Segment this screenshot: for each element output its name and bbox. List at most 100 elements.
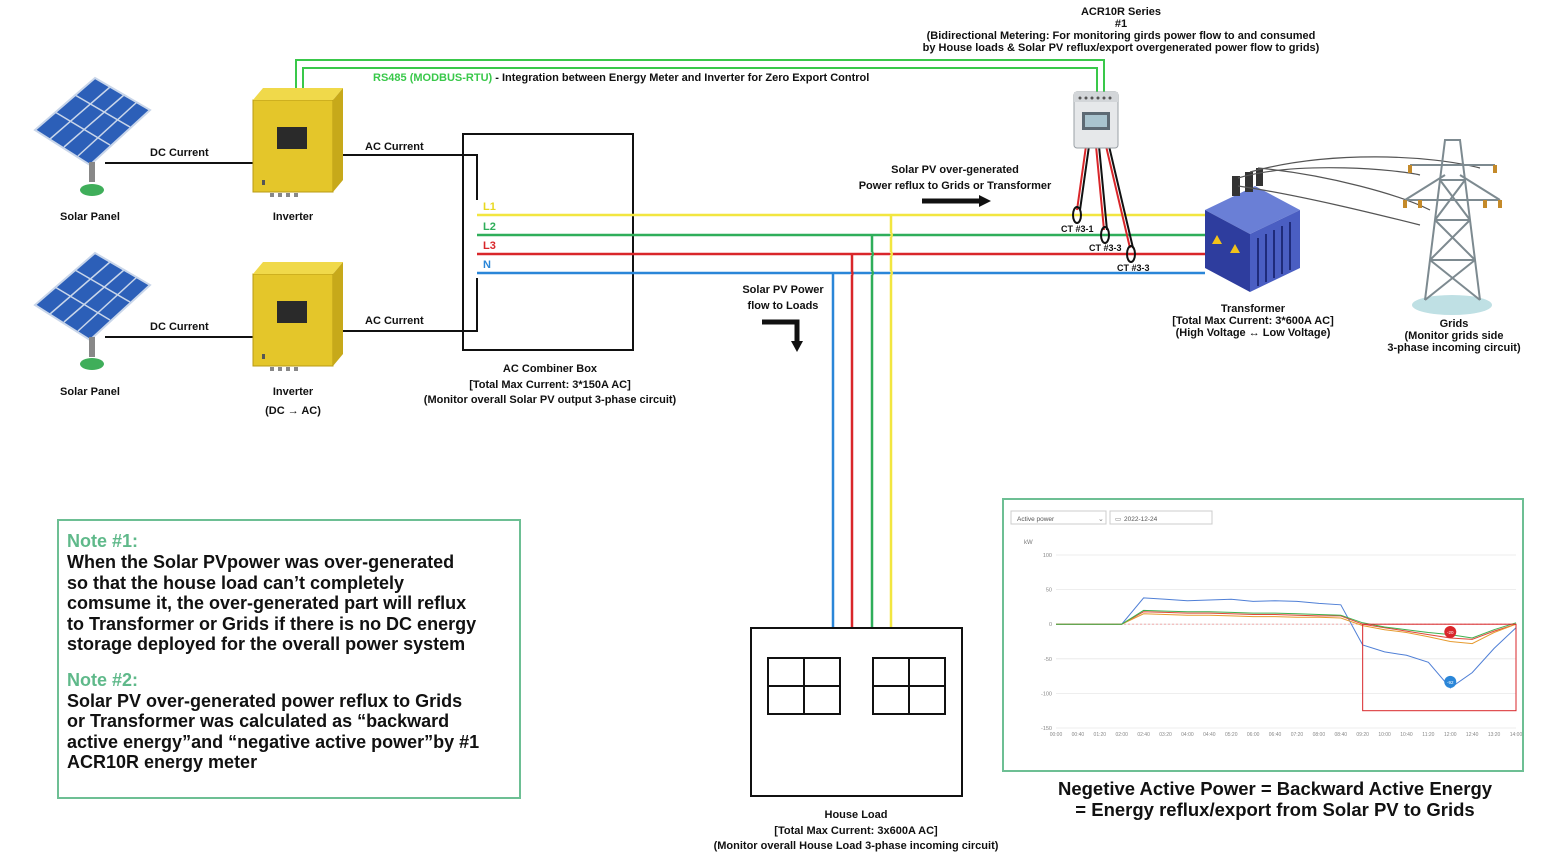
inverter-label-2: Inverter	[272, 386, 314, 398]
note-1-line-4: to Transformer or Grids if there is no D…	[67, 613, 477, 634]
chart-highlight-box	[1362, 623, 1517, 712]
ct-label-2: CT #3-3	[1089, 243, 1122, 253]
dc-label-2: DC Current	[150, 321, 209, 333]
energy-meter-icon	[1073, 91, 1119, 149]
reflux-arrow	[922, 195, 991, 207]
meter-series: ACR10R Series	[1080, 6, 1162, 18]
ct-label-3: CT #3-3	[1117, 263, 1150, 273]
rs485-description: - Integration between Energy Meter and I…	[492, 72, 870, 84]
grids-line2: (Monitor grids side	[1404, 330, 1504, 342]
chart-x-tick-label: 00:00	[1050, 732, 1063, 738]
chart-y-tick-label: -100	[1041, 691, 1052, 697]
chart-select-box[interactable]	[1010, 510, 1107, 525]
chart-series-line-2	[1056, 611, 1517, 640]
caption-line-2: = Energy reflux/export from Solar PV to …	[1075, 799, 1475, 820]
phase-label-l2: L2	[483, 221, 496, 233]
rs485-label: RS485 (MODBUS-RTU) - Integration between…	[373, 72, 869, 84]
chart-y-tick-label: 50	[1046, 588, 1052, 594]
ct-label-1: CT #3-1	[1061, 224, 1094, 234]
ac-combiner-box	[462, 133, 634, 351]
notes-box: Note #1: When the Solar PVpower was over…	[57, 519, 521, 799]
grids-line3: 3-phase incoming circuit)	[1387, 342, 1521, 354]
chart-x-tick-label: 08:00	[1313, 732, 1326, 738]
chart-x-tick-label: 12:00	[1444, 732, 1457, 738]
ac-label-1: AC Current	[365, 141, 424, 153]
chart-x-tick-label: 02:00	[1115, 732, 1128, 738]
chart-series-line-4	[1056, 609, 1517, 639]
reflux-line1: Solar PV over-generated	[891, 164, 1019, 176]
solar-panel-icon-1	[33, 76, 152, 196]
grid-tower-icon	[1403, 139, 1502, 315]
note-1-line-1: When the Solar PVpower was over-generate…	[67, 552, 455, 572]
note-1-line-5: storage deployed for the overall power s…	[67, 634, 466, 654]
chart-y-tick-label: -150	[1041, 726, 1052, 732]
note-2-line-4: ACR10R energy meter	[67, 752, 258, 772]
chart-date-value: 2022-12-24	[1124, 516, 1158, 523]
ct-ring-3	[1126, 245, 1136, 263]
transformer-caption: Transformer [Total Max Current: 3*600A A…	[1172, 303, 1334, 339]
chart-select-value: Active power	[1017, 516, 1055, 523]
combiner-line3: (Monitor overall Solar PV output 3-phase…	[423, 394, 677, 406]
ct-ring-1	[1072, 206, 1082, 224]
inverter-label-1: Inverter	[272, 211, 314, 223]
chart-date-box[interactable]	[1109, 510, 1213, 525]
chart-x-tick-label: 03:20	[1159, 732, 1172, 738]
house-load-box	[750, 627, 963, 797]
phase-label-l3: L3	[483, 240, 496, 252]
rs485-protocol: RS485 (MODBUS-RTU)	[373, 72, 493, 84]
chart-x-tick-label: 12:40	[1466, 732, 1479, 738]
chart-x-tick-label: 11:20	[1422, 732, 1434, 738]
transformer-line2: [Total Max Current: 3*600A AC]	[1172, 315, 1334, 327]
chart-y-tick-label: 100	[1043, 553, 1052, 559]
meter-header: ACR10R Series #1 (Bidirectional Metering…	[923, 6, 1320, 54]
chart-marker-pin-1	[1444, 626, 1457, 639]
note-2-line-3: active energy”and “negative active power…	[67, 731, 480, 752]
combiner-title: AC Combiner Box	[502, 363, 598, 375]
phase-label-l1: L1	[483, 201, 496, 213]
house-line2: [Total Max Current: 3x600A AC]	[774, 824, 938, 837]
combiner-caption: AC Combiner Box [Total Max Current: 3*15…	[424, 362, 676, 409]
dc-label-1: DC Current	[150, 147, 209, 159]
chart-x-tick-label: 08:40	[1335, 732, 1348, 738]
load-flow-line1: Solar PV Power	[742, 284, 824, 296]
solar-panel-icon-2	[33, 251, 152, 370]
house-title: House Load	[824, 809, 888, 821]
house-windows	[767, 657, 946, 715]
chart-x-tick-label: 01:20	[1094, 732, 1107, 738]
ac-label-2: AC Current	[365, 315, 424, 327]
house-line3: (Monitor overall House Load 3-phase inco…	[713, 840, 999, 852]
chart-x-tick-label: 02:40	[1137, 732, 1150, 738]
chart-x-tick-label: 04:00	[1181, 732, 1194, 738]
note-2-line-2: or Transformer was calculated as “backwa…	[67, 711, 450, 731]
load-flow-label: Solar PV Power flow to Loads	[742, 283, 823, 314]
chart-marker-label-2: -92	[1447, 680, 1454, 685]
bottom-caption: Negetive Active Power = Backward Active …	[1058, 778, 1492, 820]
phase-label-n: N	[483, 259, 491, 271]
note-1-line-3: comsume it, the over-generated part will…	[67, 593, 467, 613]
chart-x-tick-label: 00:40	[1072, 732, 1085, 738]
transformer-title: Transformer	[1220, 303, 1286, 315]
chart-series-line-3	[1056, 613, 1517, 645]
chart-marker-label-1: -20	[1447, 630, 1454, 635]
chart-y-tick-label: 0	[1049, 622, 1052, 628]
caption-line-1: Negetive Active Power = Backward Active …	[1057, 778, 1493, 799]
inverter-sub-2: (DC → AC)	[265, 405, 321, 417]
grids-title: Grids	[1439, 318, 1469, 330]
chart-x-tick-label: 06:40	[1269, 732, 1282, 738]
meter-desc-1: (Bidirectional Metering: For monitoring …	[926, 30, 1316, 42]
load-flow-arrow	[762, 319, 803, 352]
combiner-line2: [Total Max Current: 3*150A AC]	[469, 378, 631, 391]
solar-panel-label-1: Solar Panel	[60, 211, 120, 223]
rs485-line-inner	[302, 67, 1098, 103]
rs485-line-outer	[295, 59, 1105, 103]
note-2-line-1: Solar PV over-generated power reflux to …	[67, 690, 463, 711]
reflux-line2: Power reflux to Grids or Transformer	[858, 179, 1052, 192]
ac-cable-1	[333, 154, 478, 200]
transformer-icon	[1205, 168, 1300, 292]
chart-y-unit: kW	[1024, 540, 1033, 546]
note-1-title: Note #1:	[67, 531, 139, 551]
note-2-title: Note #2:	[67, 669, 139, 690]
chart-x-tick-label: 04:40	[1203, 732, 1216, 738]
